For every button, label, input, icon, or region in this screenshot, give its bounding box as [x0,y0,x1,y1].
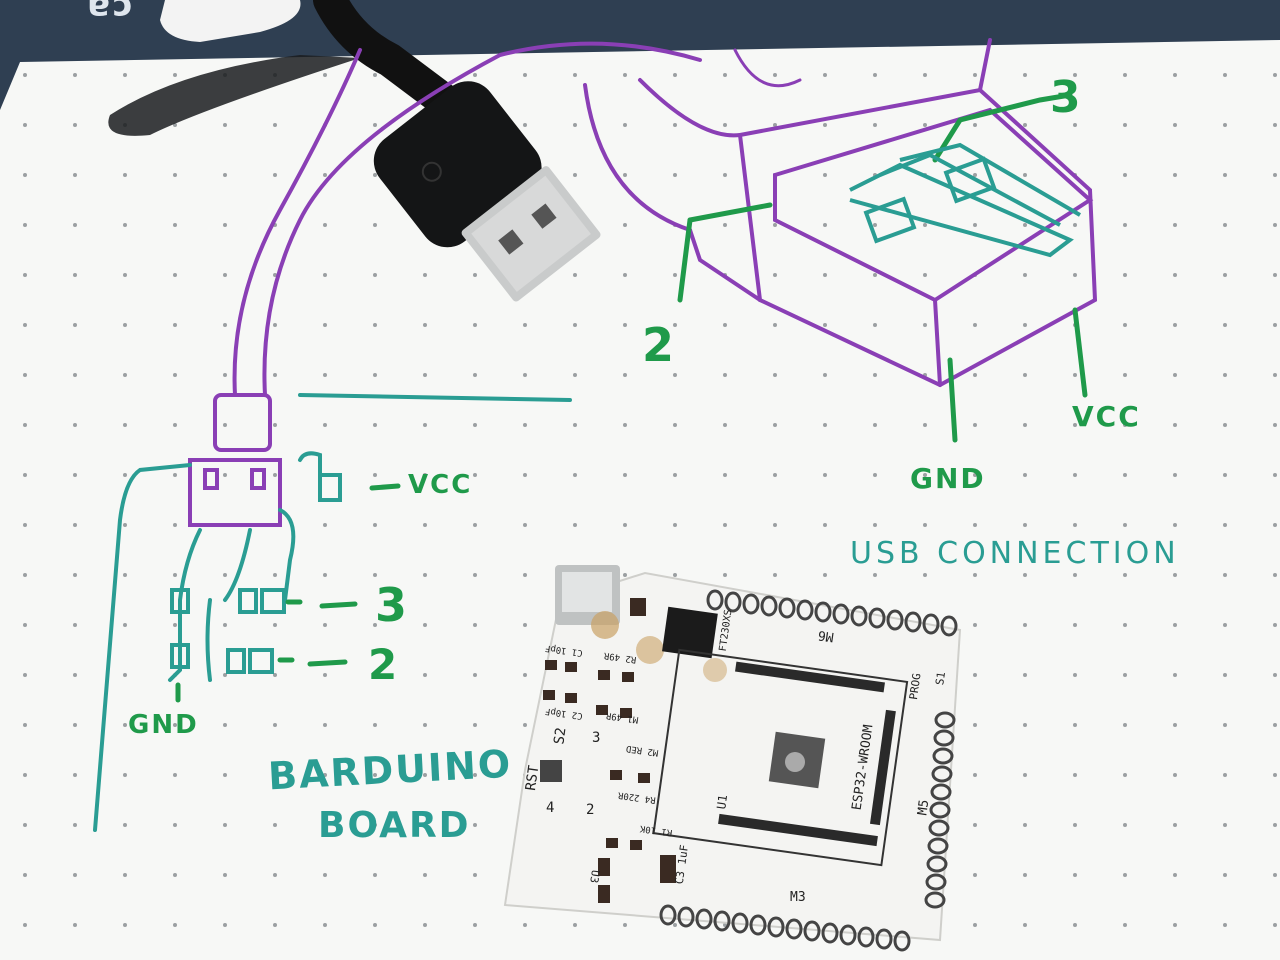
notebook-cover-text: ca [85,0,133,28]
label-usb-connection: USB CONNECTION [850,536,1180,571]
green-dashes-left [175,483,401,703]
silk-m3: M3 [790,890,806,905]
label-vcc-left: VCC [408,470,473,500]
header-bottom [659,904,911,952]
label-pin2-right: 2 [642,318,677,372]
header-top [706,589,958,637]
silk-u3: U3 [587,869,602,884]
label-board-title-2: BOARD [318,805,471,846]
pcb-header-holes [659,589,958,952]
label-gnd-left: GND [128,710,199,740]
usb-plug-housing [160,0,301,42]
pcb-board [503,565,962,942]
teal-contacts-sketch [849,142,1082,258]
cable-shadow [108,55,360,136]
label-pin2-left: 2 [368,640,400,689]
label-pin3-left: 3 [375,578,410,632]
purple-cable-sketch [188,38,1098,527]
label-vcc-right: VCC [1072,400,1141,433]
smd-components [540,598,676,903]
silk-s1: S1 [933,671,948,686]
label-pin3-right: 3 [1050,72,1083,123]
silk-num4: 4 [546,800,555,816]
silk-u1: U1 [714,793,731,811]
notebook-cover [0,0,1280,110]
teal-board-sketch [93,393,572,832]
header-right [924,711,956,909]
silk-num2: 2 [586,802,595,818]
silk-m5: M5 [915,798,933,817]
green-pin-sketch [677,92,1088,443]
usb-plug [373,81,601,302]
silk-m6: M6 [817,626,835,645]
module-pads [718,661,896,847]
label-gnd-right: GND [910,462,986,495]
silk-s2: S2 [551,726,570,746]
silk-num3: 3 [592,730,601,746]
